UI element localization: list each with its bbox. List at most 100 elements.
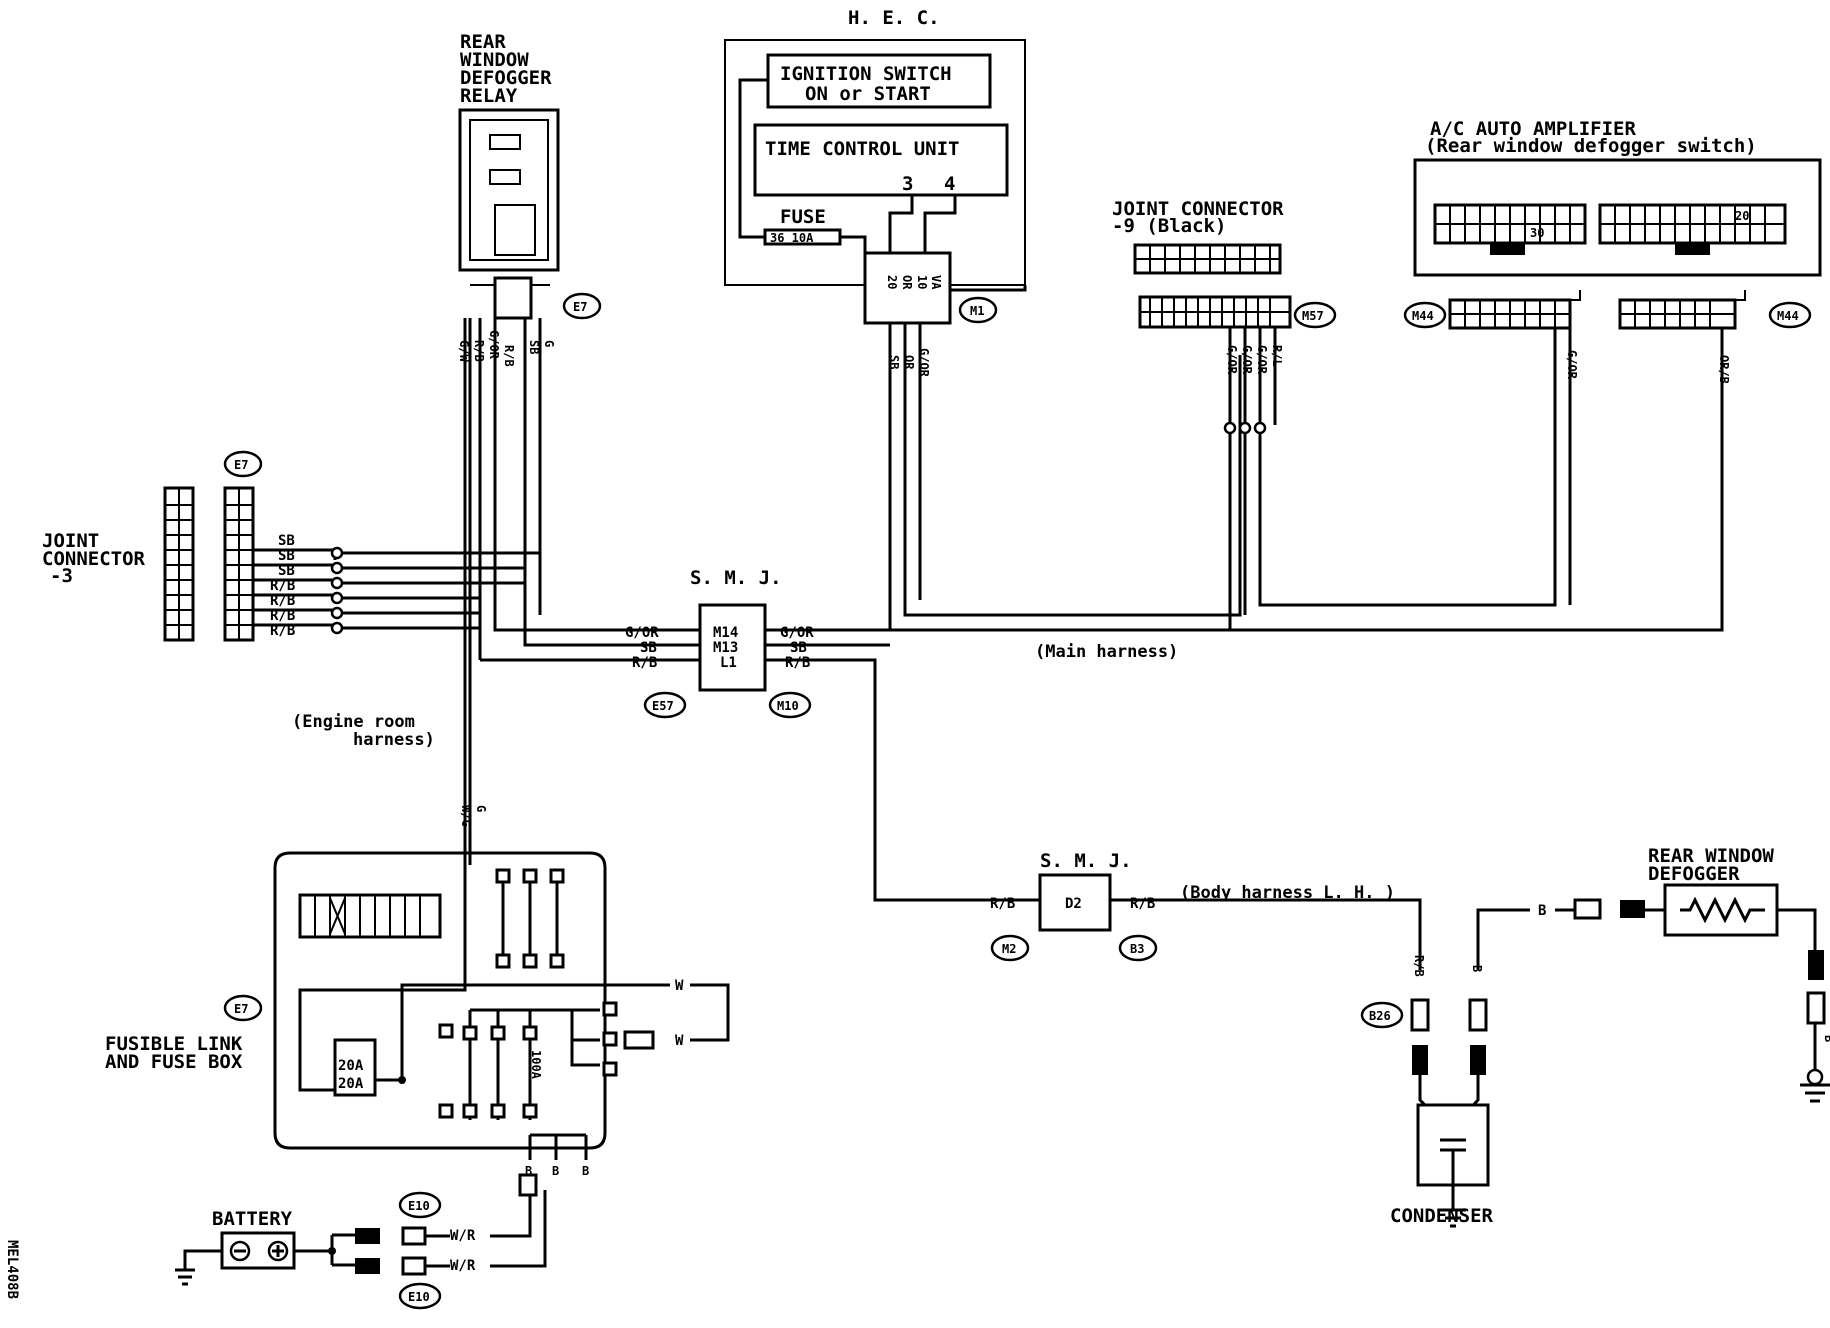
e57-tag-text: E57	[652, 699, 674, 713]
ignition-label-1: IGNITION SWITCH	[780, 63, 952, 85]
m2-tag	[990, 934, 1030, 962]
battery-feed-term	[518, 1173, 538, 1197]
fl-w-wire-1	[375, 983, 670, 1082]
svg-text:M13: M13	[713, 640, 738, 656]
fuse-box-fuses-top	[495, 868, 565, 969]
svg-text:SB: SB	[278, 563, 295, 579]
defogger-ground-bolt	[1806, 1068, 1824, 1086]
amp-orb-label: OR/B	[1717, 355, 1731, 384]
fusible-link-label-2: AND FUSE BOX	[105, 1051, 243, 1073]
svg-text:harness): harness)	[353, 730, 435, 750]
e7-jc-tag	[223, 450, 263, 478]
fl-w-label-1: W	[675, 978, 684, 994]
d2-rb-left-label: R/B	[990, 896, 1015, 912]
svg-text:20: 20	[885, 275, 899, 289]
main-harness-label: (Main harness)	[1035, 642, 1178, 662]
fuse-box-fuse-row	[438, 1025, 538, 1119]
jc3-grid-b	[225, 488, 253, 640]
e10-term-a	[355, 1228, 380, 1244]
b26-term-b	[1468, 998, 1488, 1032]
svg-text:M14: M14	[713, 625, 738, 641]
e10-tag-top-text: E10	[408, 1199, 430, 1213]
defogger-resistor	[1680, 896, 1765, 924]
pin3-wire	[888, 195, 914, 253]
ignition-label-2: ON or START	[805, 83, 931, 105]
svg-text:R/B: R/B	[270, 593, 295, 609]
svg-text:G/OR: G/OR	[625, 625, 659, 641]
ign-to-fuse-wire	[738, 78, 768, 239]
svg-text:G/OR: G/OR	[780, 625, 814, 641]
defogger-out-wire	[1777, 908, 1817, 950]
jc9-upper-grid	[1135, 245, 1280, 273]
jc3-feeds	[337, 551, 540, 630]
amp-title: A/C AUTO AMPLIFIER (Rear window defogger…	[1425, 118, 1757, 157]
jc3-title: JOINT CONNECTOR -3	[42, 530, 146, 587]
relay-contact	[489, 134, 521, 150]
relay-inner	[469, 119, 549, 261]
svg-text:CONNECTOR: CONNECTOR	[42, 548, 146, 570]
fb-out-c	[602, 1061, 618, 1077]
m1-connector	[863, 251, 952, 325]
battery-leads	[294, 1233, 355, 1267]
defogger-term-d	[1806, 991, 1826, 1025]
svg-text:-3: -3	[50, 565, 73, 587]
svg-text:VA: VA	[929, 275, 943, 290]
engine-harness-label: (Engine room harness)	[292, 712, 435, 750]
jc9-feed-wires	[1228, 320, 1557, 630]
fl-w-label-2: W	[675, 1033, 684, 1049]
e7-relay-tag	[562, 292, 602, 320]
amp-latch-a	[1490, 243, 1525, 255]
battery-feed-wires	[425, 1190, 547, 1268]
svg-text:B: B	[582, 1164, 589, 1178]
defogger-term-b	[1620, 900, 1645, 918]
time-control-unit-box	[753, 123, 1009, 197]
relay-gor-wire	[493, 318, 700, 632]
amp-orb-wire	[1255, 328, 1724, 632]
battery-wr-label-2: W/R	[450, 1258, 476, 1274]
fuse-box-relay-block	[298, 893, 442, 939]
m44-tag-left	[1403, 301, 1447, 329]
svg-text:R/B: R/B	[632, 655, 657, 671]
svg-text:G/OR: G/OR	[1225, 345, 1239, 375]
fb-out-plug	[623, 1030, 655, 1050]
fusible-link-100a: 100A	[529, 1050, 543, 1080]
fl-w-loop	[690, 983, 730, 1042]
jc3-grid-a	[165, 488, 193, 640]
jc9-grid	[1140, 297, 1290, 327]
m44-tag-right-text: M44	[1777, 309, 1799, 323]
m1-pin-labels: 20 OR 10 VA	[885, 275, 943, 290]
amp-pin-30: 30	[1530, 226, 1544, 240]
relay-title: REAR WINDOW DEFOGGER RELAY	[460, 31, 552, 107]
d2-rb-right-label: R/B	[1130, 896, 1155, 912]
svg-text:(Engine room: (Engine room	[292, 712, 415, 732]
b26-tag-text: B26	[1369, 1009, 1391, 1023]
amp-gor-label: G/OR	[1565, 350, 1579, 380]
svg-text:L1: L1	[720, 655, 737, 671]
svg-text:G/OR: G/OR	[1255, 345, 1269, 375]
body-harness-label: (Body harness L. H. )	[1180, 883, 1395, 903]
fuse-box-relay-grid	[314, 895, 421, 937]
svg-text:SB: SB	[527, 340, 541, 354]
fuse-out-wire	[840, 235, 867, 253]
svg-text:R/B: R/B	[270, 578, 295, 594]
hec-or-wire	[903, 323, 1242, 617]
e10-tag-top	[398, 1191, 442, 1219]
svg-text:A/C AUTO AMPLIFIER: A/C AUTO AMPLIFIER	[1430, 118, 1636, 140]
smj2-box	[1038, 873, 1112, 932]
fb-bottom-bus	[528, 1133, 588, 1160]
e7-jc-tag-text: E7	[234, 458, 248, 472]
fb-out-b	[602, 1031, 618, 1047]
jc3-terminals	[330, 546, 344, 635]
b26-mate-a	[1412, 1045, 1428, 1075]
m57-tag-text: M57	[1302, 309, 1324, 323]
e10-plug-b	[401, 1256, 427, 1276]
relay-sb-wire	[523, 318, 700, 647]
m1-frame-link	[950, 285, 1027, 292]
svg-text:REAR: REAR	[460, 31, 506, 53]
hec-title: H. E. C.	[848, 7, 940, 29]
e10-term-b	[355, 1258, 380, 1274]
m44-leads	[1570, 290, 1746, 301]
amp-grid-b	[1600, 205, 1785, 243]
battery-plus	[272, 1245, 284, 1257]
hec-wire-labels: SB OR G/OR	[887, 348, 931, 378]
